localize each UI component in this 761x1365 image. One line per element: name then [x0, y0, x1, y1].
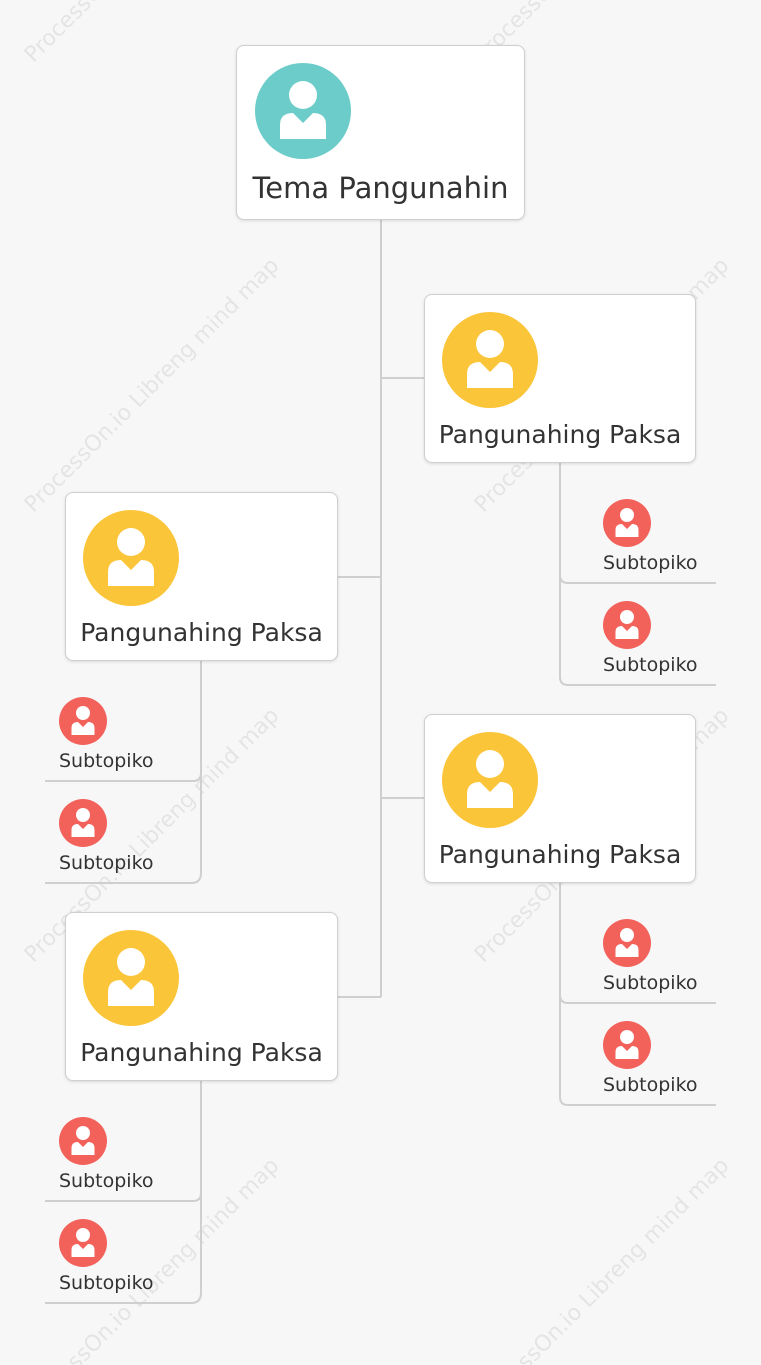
subtopic-node[interactable]: Subtopiko	[589, 497, 729, 587]
sub-line-topic-2	[45, 661, 202, 884]
user-icon	[442, 732, 538, 828]
subtopic-label: Subtopiko	[603, 654, 698, 676]
root-topic-node[interactable]: Tema Pangunahin	[236, 45, 525, 220]
user-icon	[59, 1117, 107, 1165]
subtopic-node[interactable]: Subtopiko	[589, 917, 729, 1007]
user-icon	[255, 63, 351, 159]
user-icon	[603, 601, 651, 649]
subtopic-node[interactable]: Subtopiko	[589, 599, 729, 689]
subtopic-label: Subtopiko	[59, 852, 154, 874]
subtopic-label: Subtopiko	[59, 1170, 154, 1192]
main-topic-label: Pangunahing Paksa	[80, 618, 323, 647]
sub-line-topic-4	[45, 1081, 202, 1304]
sub-line-topic-1	[559, 463, 716, 686]
main-topic-node-4[interactable]: Pangunahing Paksa	[65, 912, 338, 1081]
user-icon	[603, 919, 651, 967]
main-topic-label: Pangunahing Paksa	[438, 420, 682, 449]
main-topic-node-2[interactable]: Pangunahing Paksa	[65, 492, 338, 661]
user-icon	[59, 799, 107, 847]
user-icon	[59, 697, 107, 745]
main-topic-label: Pangunahing Paksa	[80, 1038, 323, 1067]
subtopic-node[interactable]: Subtopiko	[45, 1217, 185, 1307]
user-icon	[83, 510, 179, 606]
subtopic-node[interactable]: Subtopiko	[45, 797, 185, 887]
main-topic-label: Pangunahing Paksa	[438, 840, 682, 869]
root-topic-label: Tema Pangunahin	[252, 171, 509, 205]
subtopic-node[interactable]: Subtopiko	[45, 695, 185, 785]
user-icon	[603, 499, 651, 547]
user-icon	[83, 930, 179, 1026]
main-topic-node-1[interactable]: Pangunahing Paksa	[424, 294, 696, 463]
subtopic-label: Subtopiko	[59, 750, 154, 772]
subtopic-label: Subtopiko	[59, 1272, 154, 1294]
subtopic-label: Subtopiko	[603, 552, 698, 574]
subtopic-label: Subtopiko	[603, 972, 698, 994]
user-icon	[603, 1021, 651, 1069]
user-icon	[442, 312, 538, 408]
user-icon	[59, 1219, 107, 1267]
subtopic-node[interactable]: Subtopiko	[45, 1115, 185, 1205]
sub-line-topic-3	[559, 883, 716, 1106]
subtopic-label: Subtopiko	[603, 1074, 698, 1096]
subtopic-node[interactable]: Subtopiko	[589, 1019, 729, 1109]
main-topic-node-3[interactable]: Pangunahing Paksa	[424, 714, 696, 883]
